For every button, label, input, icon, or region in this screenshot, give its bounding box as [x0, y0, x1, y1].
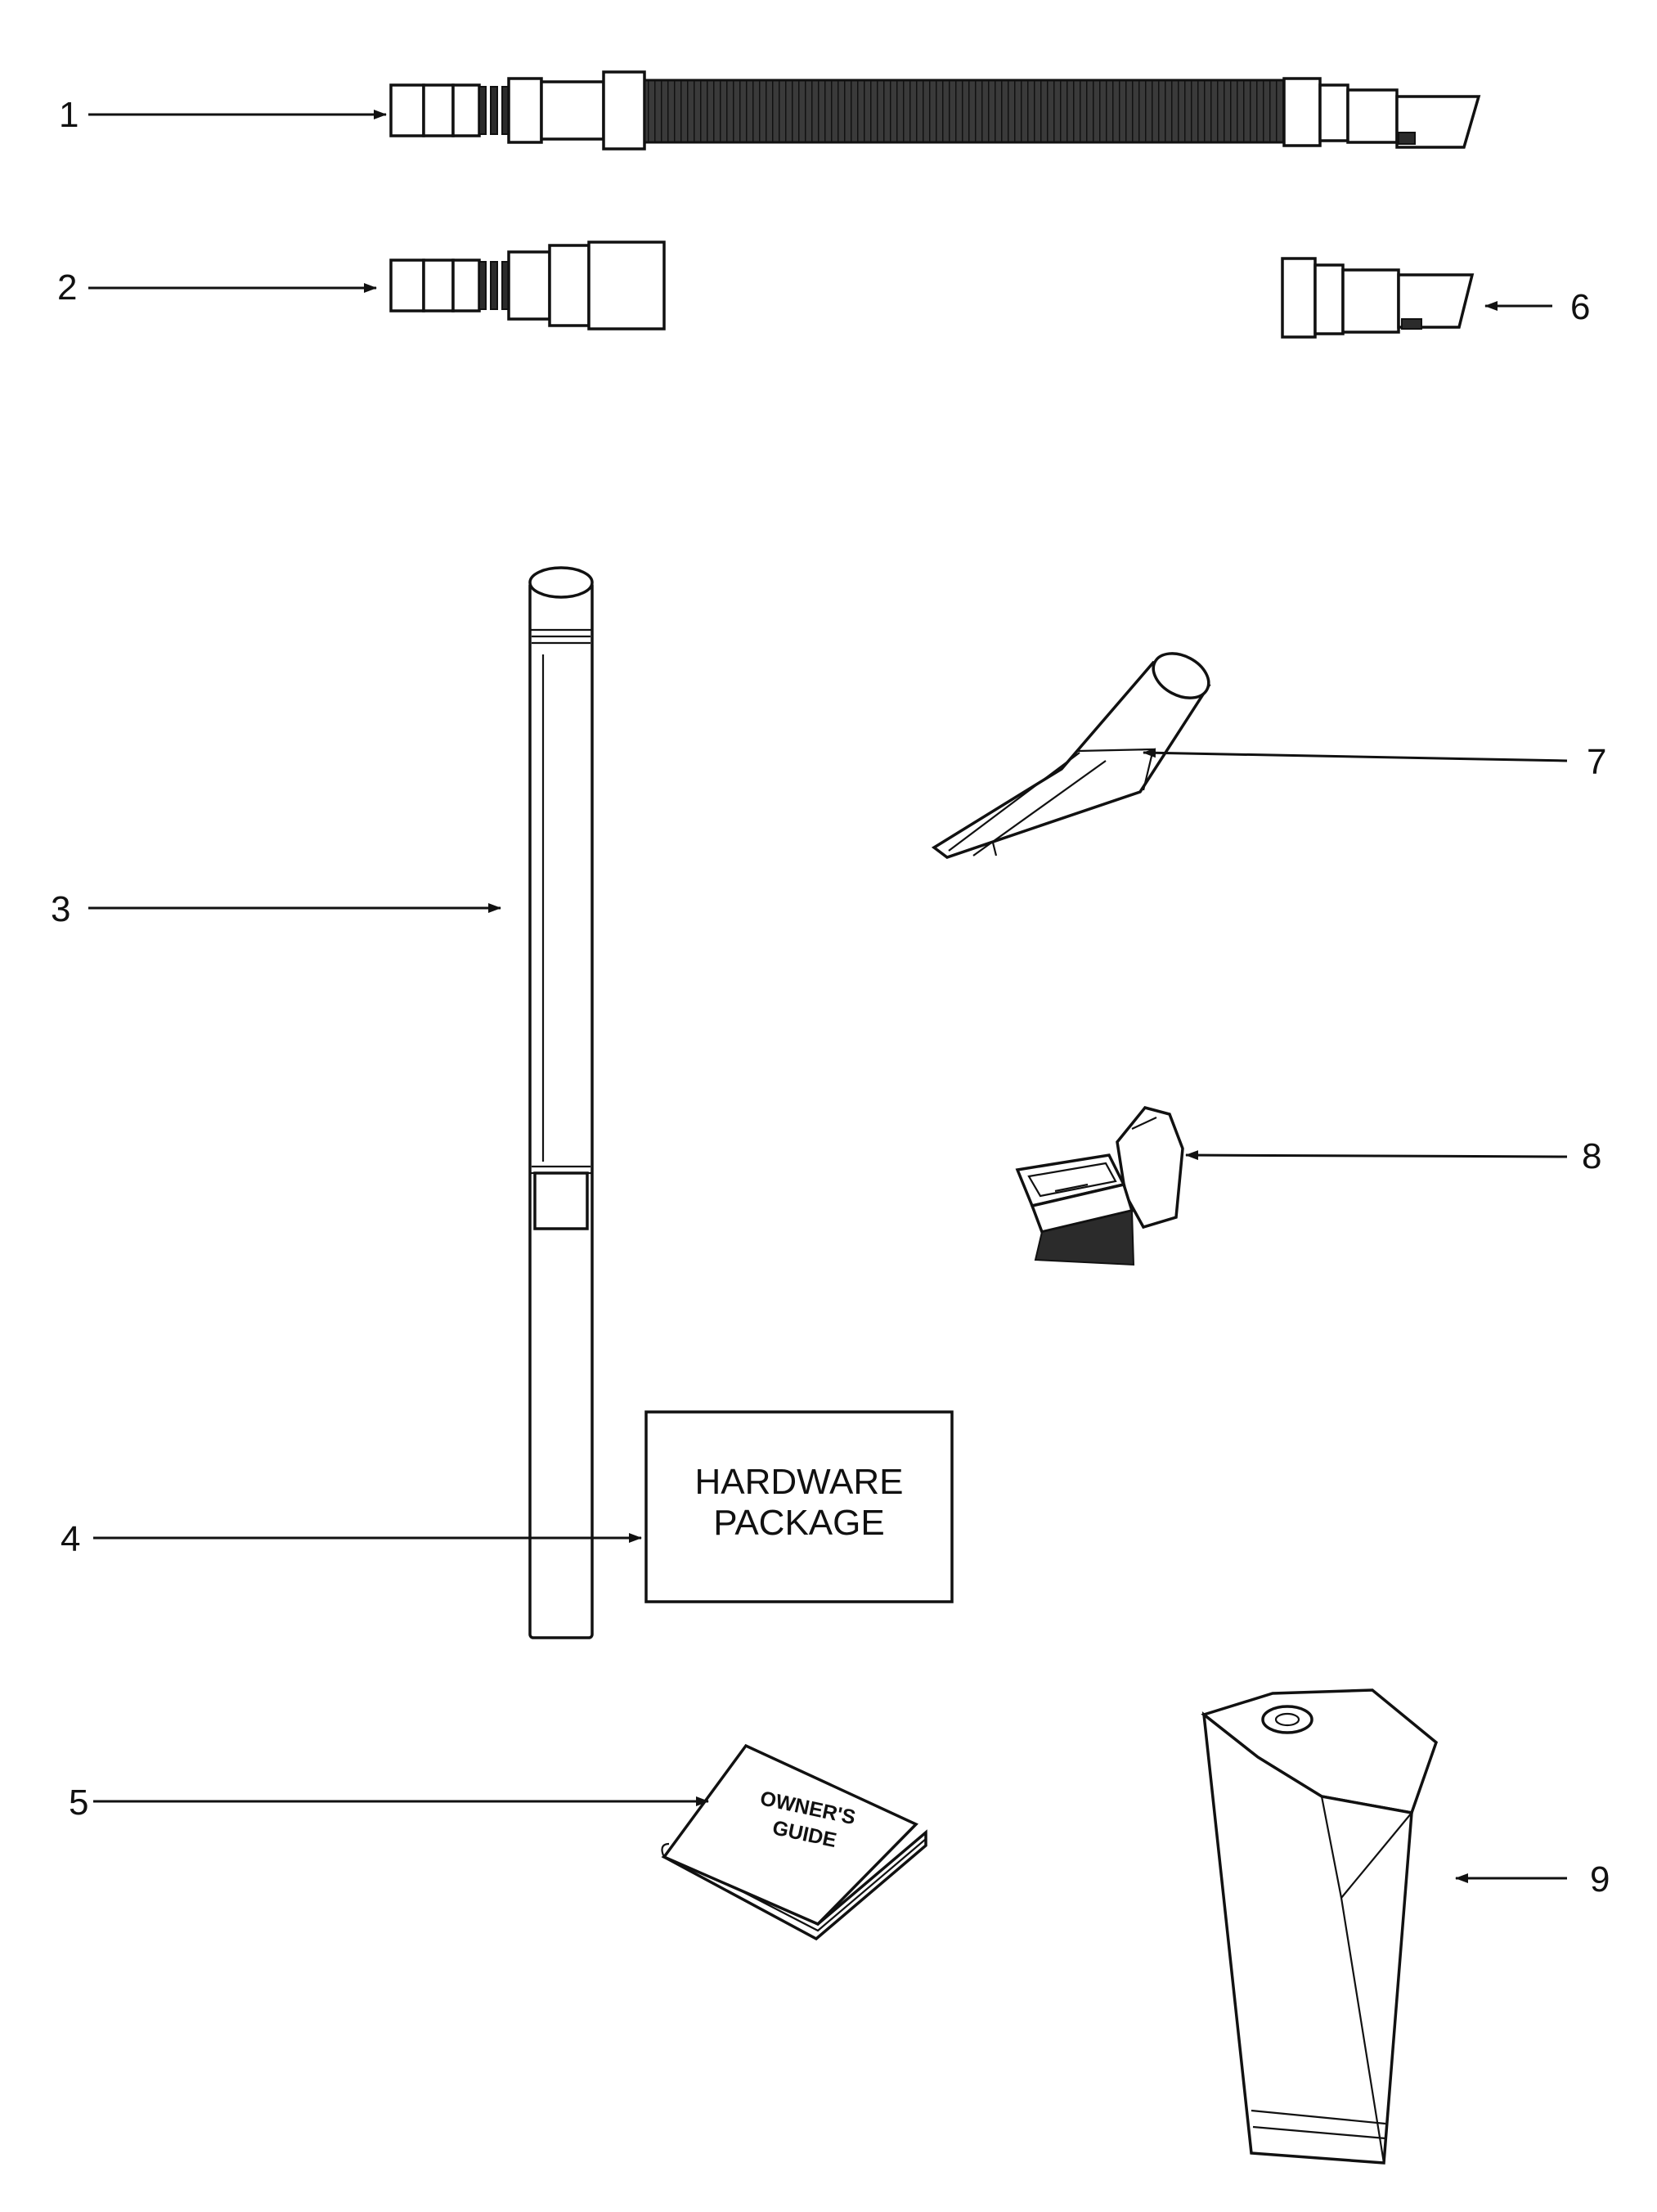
hardware-package-line2: PACKAGE — [713, 1503, 884, 1543]
hose-end-connector — [389, 241, 666, 330]
owners-guide: OWNER'S GUIDE — [661, 1743, 927, 1941]
callout-number-9: 9 — [1590, 1859, 1610, 1900]
callout-number-7: 7 — [1587, 742, 1606, 782]
dusting-brush — [1015, 1106, 1184, 1266]
callout-number-3: 3 — [51, 889, 70, 929]
callout-number-6: 6 — [1570, 287, 1590, 327]
filter-bag — [1201, 1688, 1439, 2165]
callout-number-8: 8 — [1582, 1136, 1601, 1176]
callout-number-5: 5 — [69, 1783, 88, 1823]
callout-number-1: 1 — [59, 95, 79, 135]
leader-7 — [1143, 748, 1568, 762]
crevice-tool — [931, 652, 1211, 859]
hose-end-handle — [1281, 257, 1475, 339]
callout-number-2: 2 — [57, 268, 77, 308]
callout-numbers: 1 2 3 4 5 6 7 8 9 — [51, 95, 1610, 1900]
hardware-package: HARDWARE PACKAGE — [644, 1410, 954, 1603]
callout-number-4: 4 — [61, 1519, 80, 1559]
extension-wand — [528, 566, 594, 1639]
hose-assembly — [389, 70, 1481, 151]
callout-leaders — [88, 110, 1568, 1883]
leader-8 — [1185, 1150, 1568, 1161]
hardware-package-line1: HARDWARE — [694, 1462, 903, 1502]
